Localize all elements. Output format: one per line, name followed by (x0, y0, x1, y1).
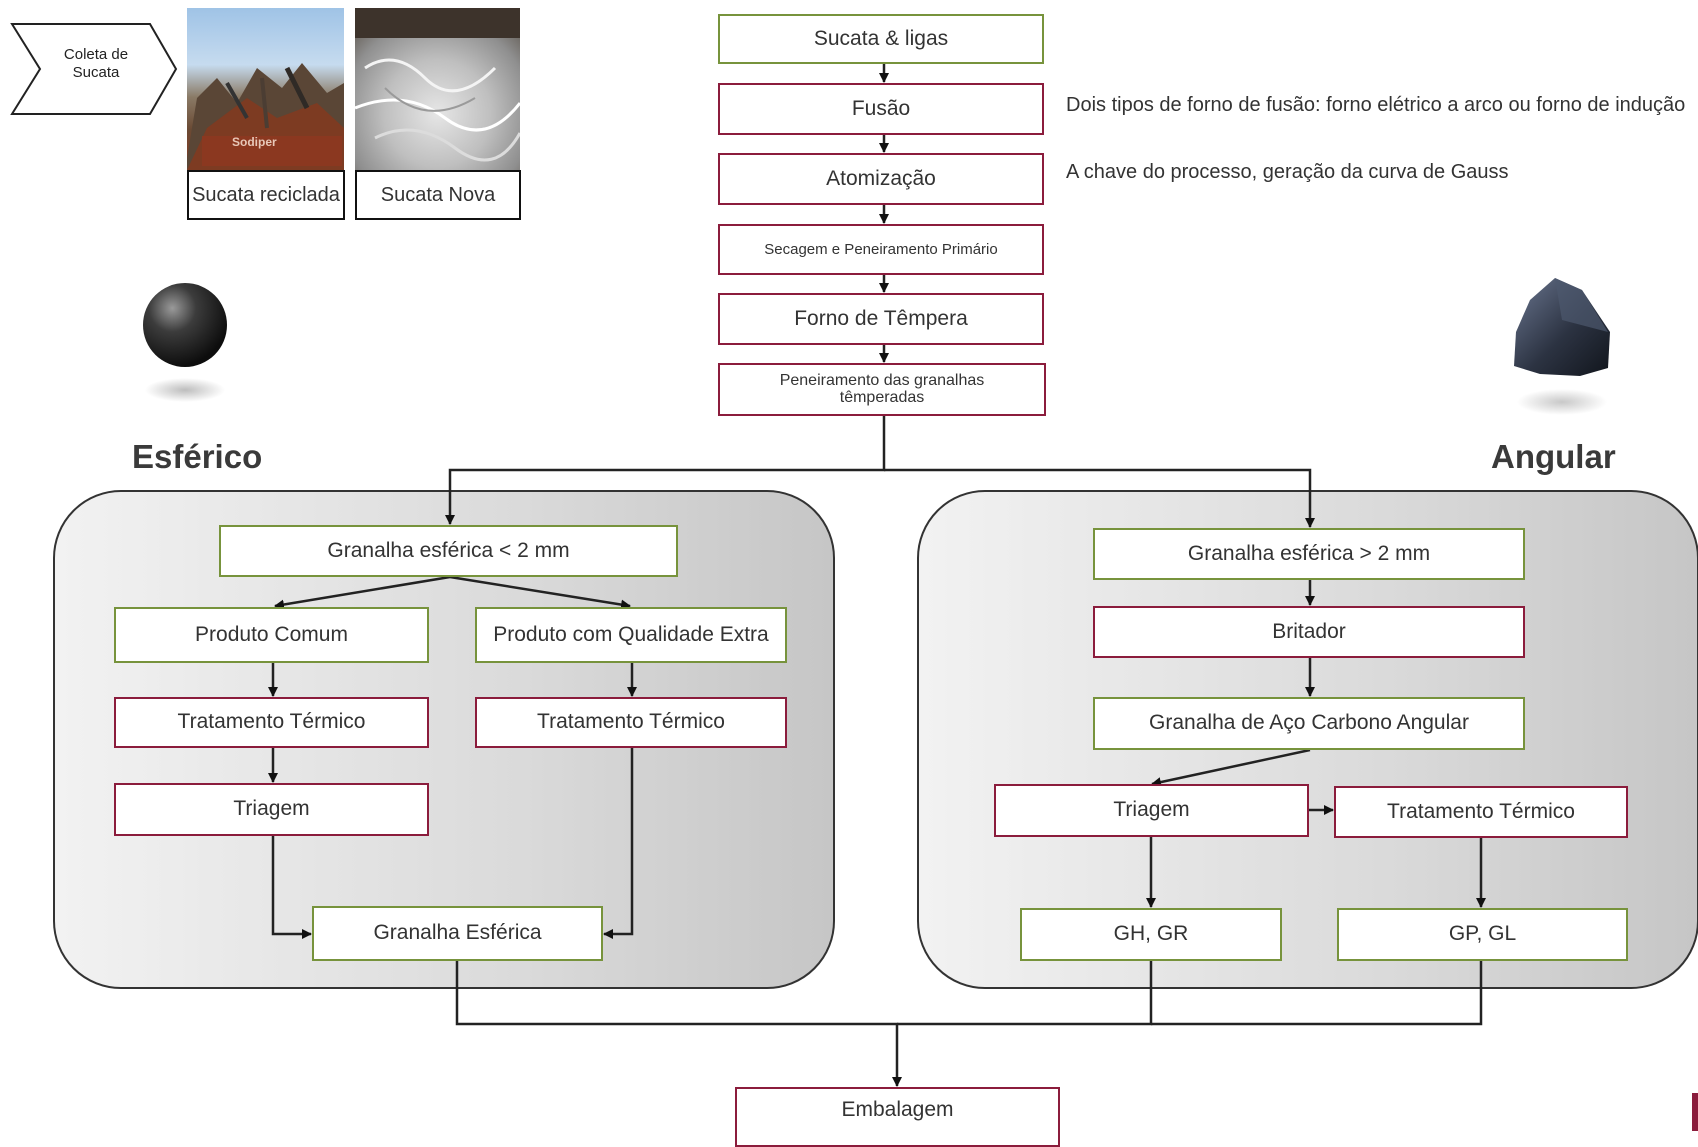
arrow-start-to-extra (449, 575, 631, 610)
spherical-shot-image (140, 278, 230, 408)
extra-quality-product: Produto com Qualidade Extra (475, 607, 787, 663)
connector-merge-left (455, 960, 902, 1087)
note-atomization: A chave do processo, geração da curva de… (1066, 161, 1509, 183)
angular-grit-image (1510, 270, 1615, 420)
spherical-start: Granalha esférica < 2 mm (219, 525, 678, 577)
arrow-carbon-to-sorting (1151, 748, 1311, 787)
collection-label: Coleta de Sucata (63, 46, 129, 81)
edge-marker (1692, 1093, 1698, 1131)
step-scrap-alloys: Sucata & ligas (718, 14, 1044, 64)
common-product: Produto Comum (114, 607, 429, 663)
new-scrap-photo (355, 8, 520, 170)
scrap-pile-graphic (187, 63, 344, 170)
packaging: Embalagem (735, 1087, 1060, 1147)
connector-split-right (884, 468, 1315, 528)
sorting-angular: Triagem (994, 784, 1309, 837)
step-atomization: Atomização (718, 153, 1044, 205)
step-tempered-screening: Peneiramento das granalhas têmperadas (718, 363, 1046, 416)
result-gh-gr: GH, GR (1020, 908, 1282, 961)
crusher: Britador (1093, 606, 1525, 658)
new-scrap-label: Sucata Nova (355, 170, 521, 220)
note-fusion: Dois tipos de forno de fusão: forno elét… (1066, 94, 1686, 116)
connector-merge-gp (1151, 960, 1483, 1026)
heat-treatment-left: Tratamento Térmico (114, 697, 429, 748)
arrow-start-to-common (274, 575, 451, 610)
connector-split (445, 415, 886, 525)
angular-title: Angular (1491, 438, 1616, 475)
carbon-steel-angular-grit: Granalha de Aço Carbono Angular (1093, 697, 1525, 750)
angular-start: Granalha esférica > 2 mm (1093, 528, 1525, 580)
metal-shavings-graphic (355, 8, 520, 162)
recycled-scrap-label: Sucata reciclada (187, 170, 345, 220)
result-gp-gl: GP, GL (1337, 908, 1628, 961)
step-drying-screening: Secagem e Peneiramento Primário (718, 224, 1044, 275)
arrow-sorting-to-result (271, 836, 312, 939)
connector-merge-gh (897, 960, 1153, 1026)
arrow-heat-extra-to-result (603, 748, 634, 939)
recycled-scrap-photo: Sodiper (187, 8, 344, 170)
spherical-shot-result: Granalha Esférica (312, 906, 603, 961)
chevron-shape (10, 23, 178, 115)
sorting-spherical: Triagem (114, 783, 429, 836)
heat-treatment-extra: Tratamento Térmico (475, 697, 787, 748)
heat-treatment-angular: Tratamento Térmico (1334, 786, 1628, 838)
step-quench-furnace: Forno de Têmpera (718, 293, 1044, 345)
spherical-title: Esférico (132, 438, 263, 475)
collection-chevron: Coleta de Sucata (10, 22, 178, 116)
step-fusion: Fusão (718, 83, 1044, 135)
recycled-logo: Sodiper (232, 135, 277, 149)
